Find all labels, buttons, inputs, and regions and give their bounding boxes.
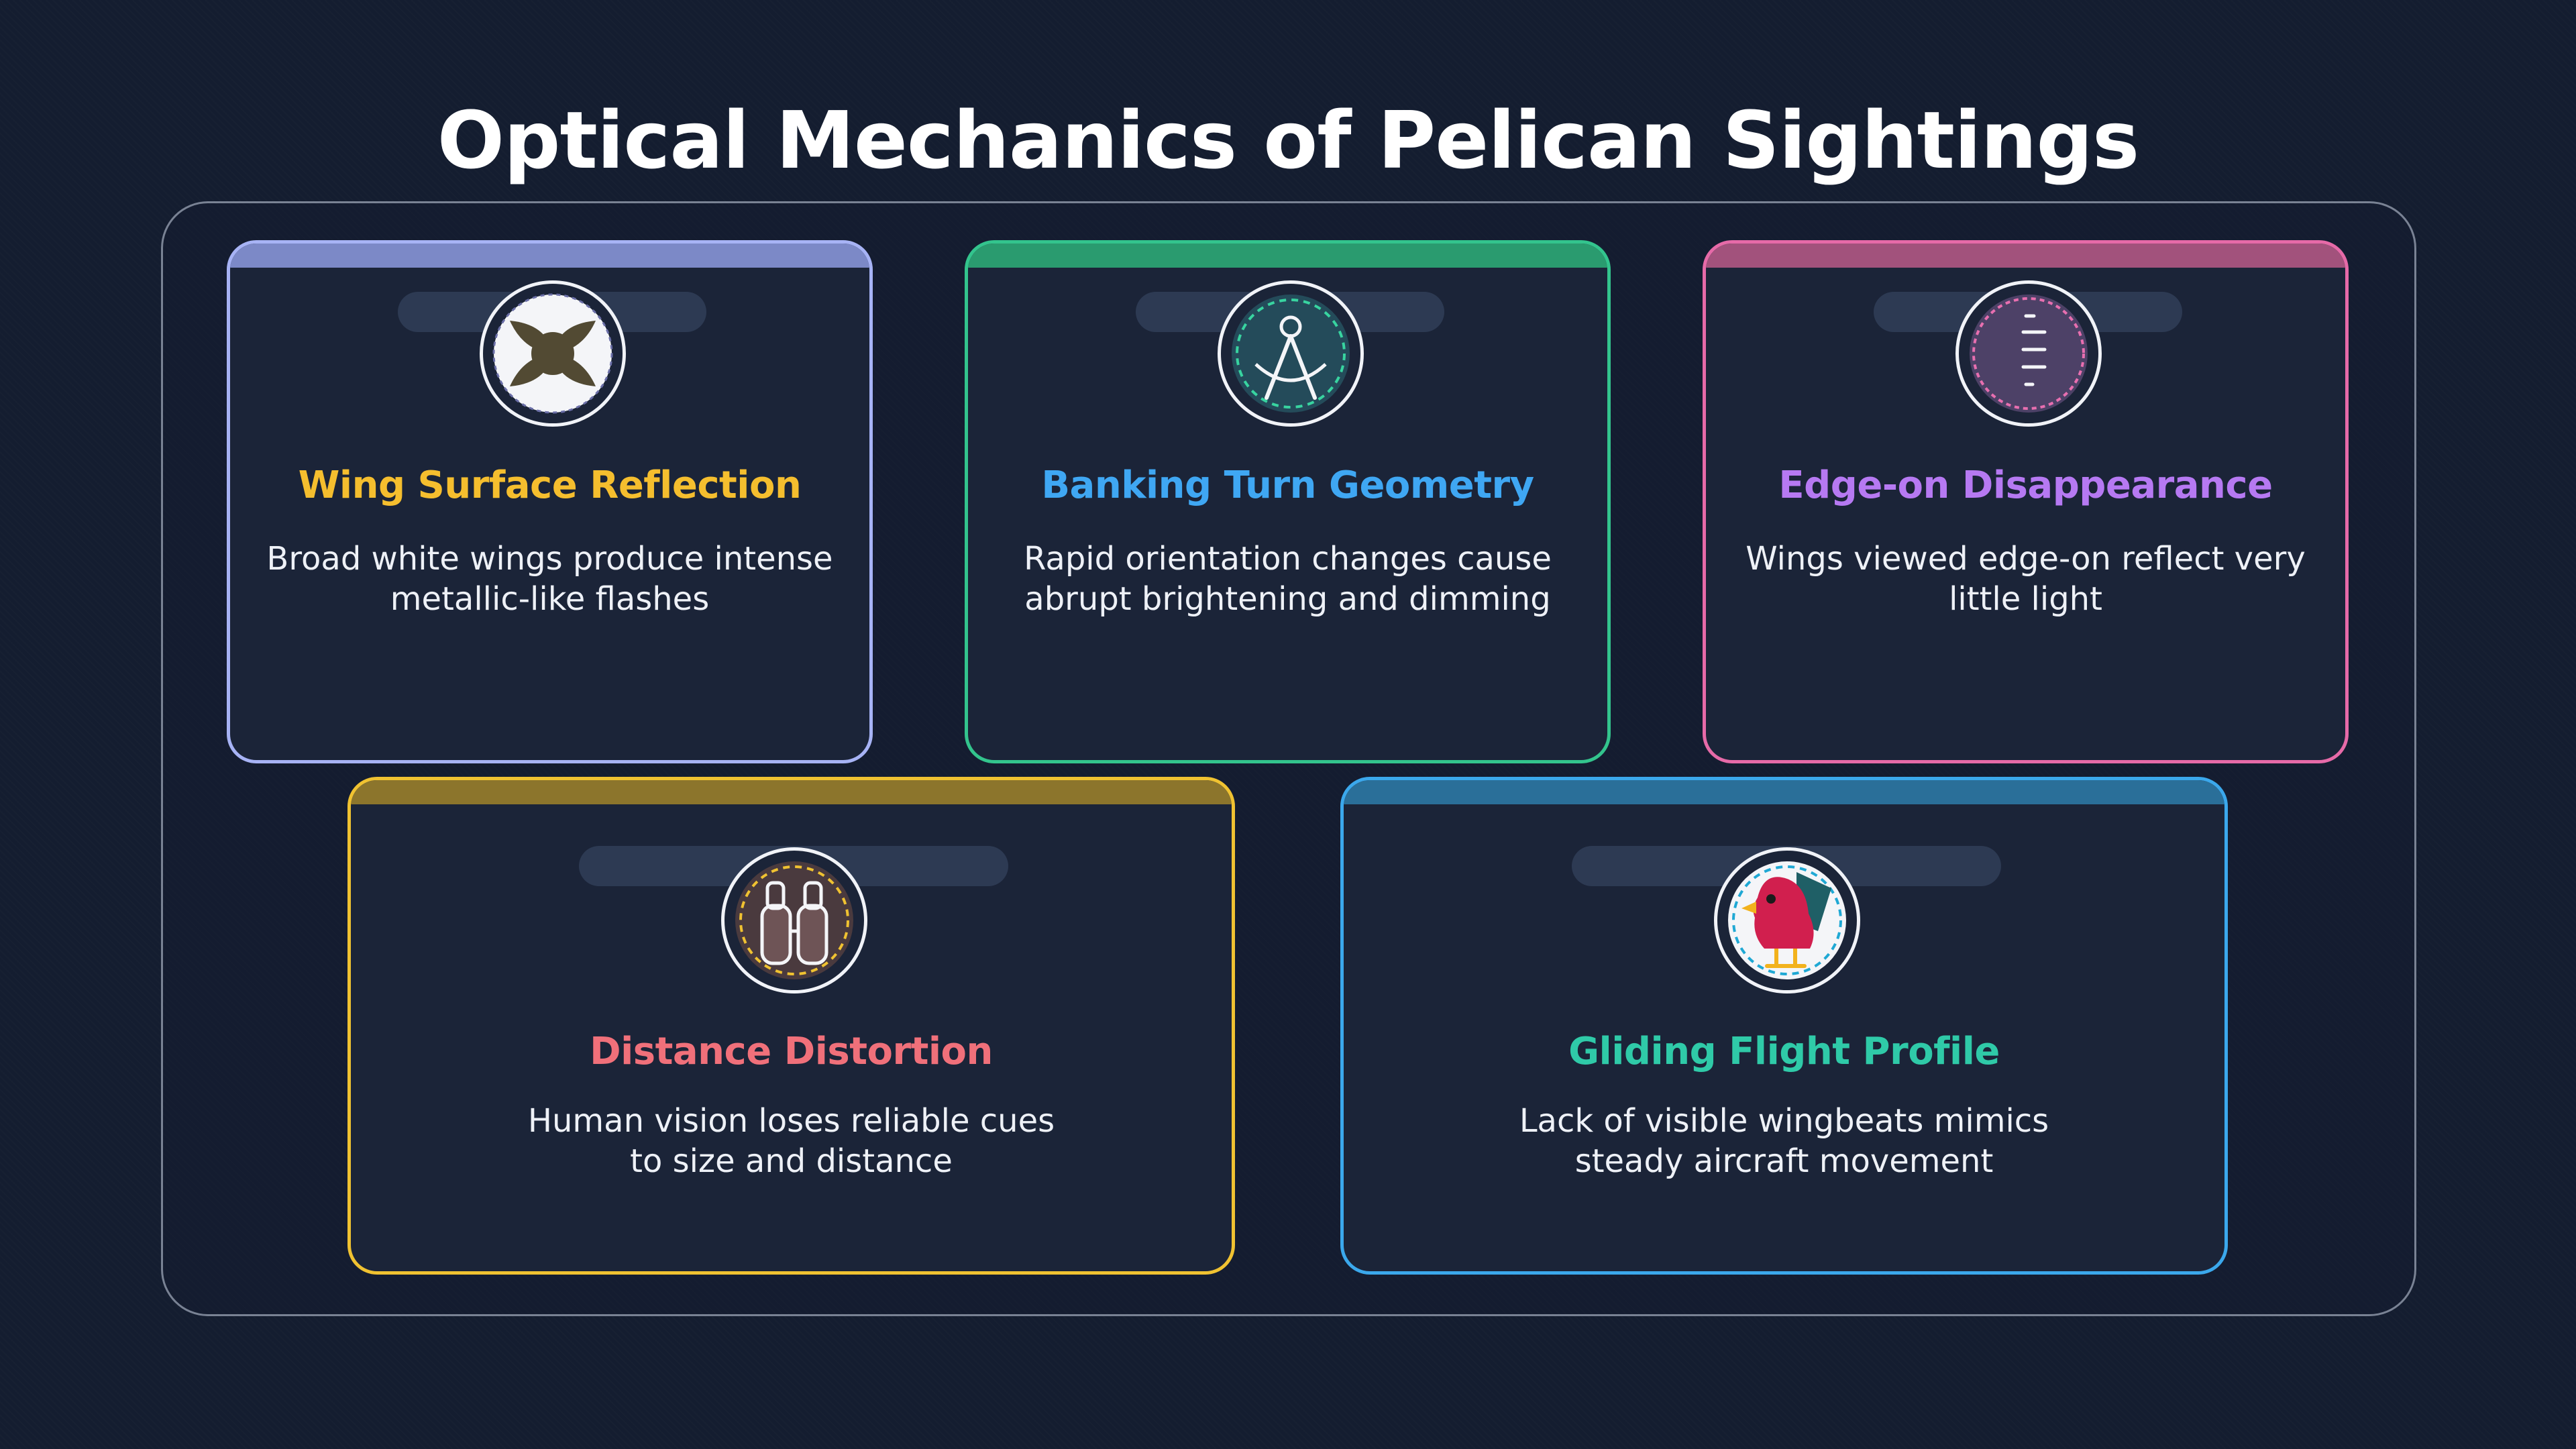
- card-title: Distance Distortion: [590, 1030, 993, 1073]
- card-description: Human vision loses reliable cues to size…: [527, 1102, 1055, 1180]
- wing-reflection-icon: [480, 280, 626, 427]
- card-banking-turn-geometry: Banking Turn Geometry Rapid orientation …: [965, 240, 1611, 763]
- card-description: Broad white wings produce intense metall…: [266, 540, 833, 618]
- card-wing-surface-reflection: Wing Surface Reflection Broad white wing…: [227, 240, 873, 763]
- card-title: Gliding Flight Profile: [1568, 1030, 2000, 1073]
- bird-icon: [1714, 847, 1860, 994]
- page-title: Optical Mechanics of Pelican Sightings: [437, 94, 2140, 186]
- card-title: Wing Surface Reflection: [298, 464, 802, 507]
- card-title: Edge-on Disappearance: [1778, 464, 2273, 507]
- card-accent-bar: [968, 244, 1607, 268]
- card-accent-bar: [1706, 244, 2345, 268]
- card-description: Rapid orientation changes cause abrupt b…: [1024, 540, 1552, 618]
- binoculars-icon: [721, 847, 867, 994]
- card-accent-bar: [1344, 780, 2224, 804]
- card-accent-bar: [230, 244, 869, 268]
- card-distance-distortion: Distance Distortion Human vision loses r…: [347, 777, 1235, 1275]
- card-gliding-flight-profile: Gliding Flight Profile Lack of visible w…: [1340, 777, 2228, 1275]
- compass-icon: [1218, 280, 1364, 427]
- card-description: Lack of visible wingbeats mimics steady …: [1519, 1102, 2049, 1180]
- gauge-icon: [1955, 280, 2102, 427]
- card-title: Banking Turn Geometry: [1041, 464, 1534, 507]
- card-edge-on-disappearance: Edge-on Disappearance Wings viewed edge-…: [1703, 240, 2349, 763]
- card-description: Wings viewed edge-on reflect very little…: [1746, 540, 2306, 618]
- card-accent-bar: [351, 780, 1232, 804]
